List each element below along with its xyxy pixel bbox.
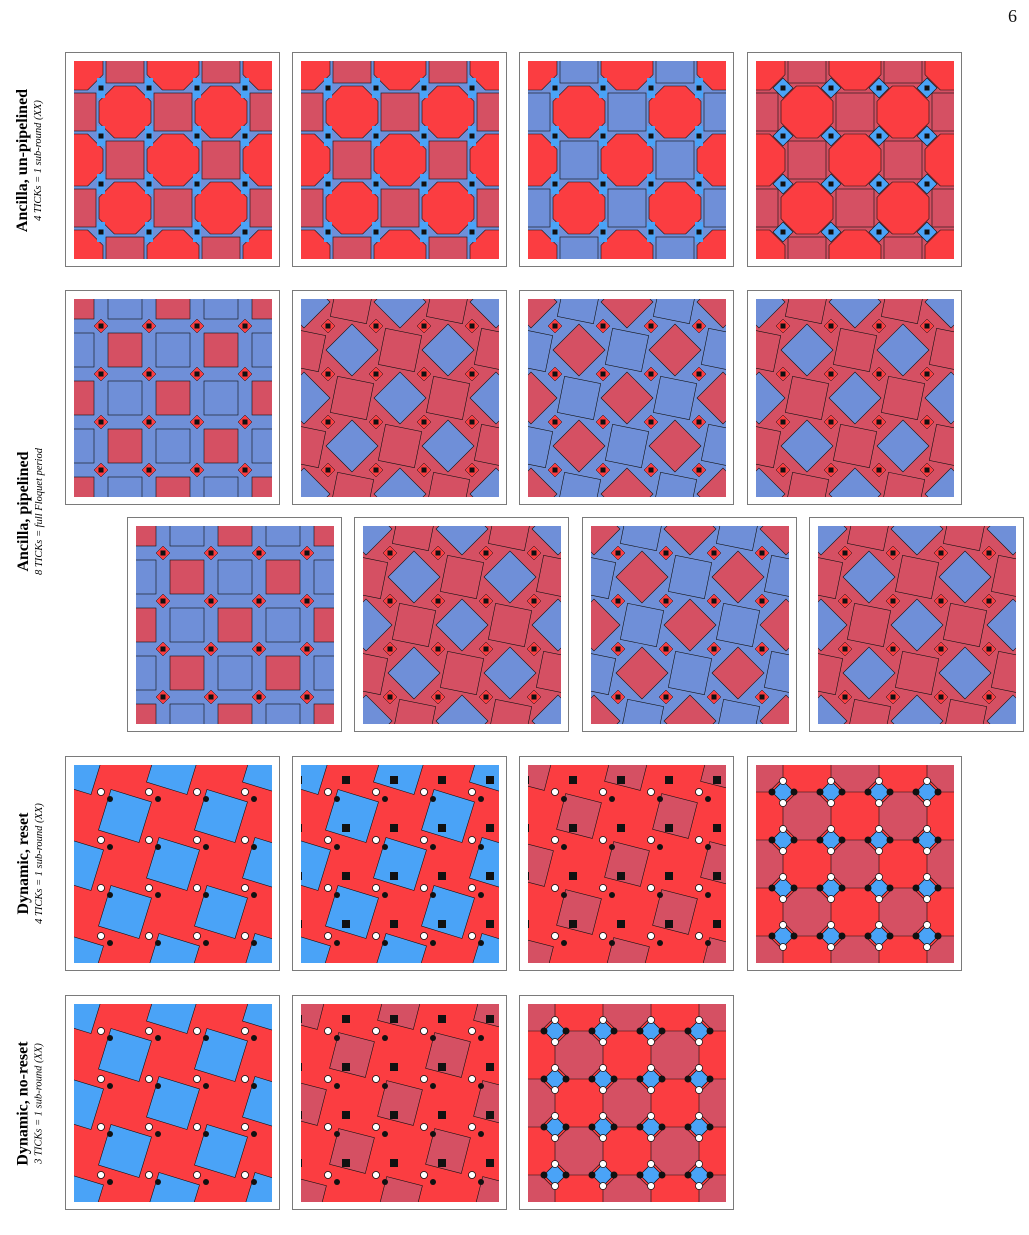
panel-dynamic-noreset-2 xyxy=(292,995,507,1210)
row-subtitle: 4 TICKs = 1 sub-round (XX) xyxy=(33,99,45,221)
panel-ancilla-unpipelined-4 xyxy=(747,52,962,267)
tiling-illustration xyxy=(591,526,789,724)
row-label-dynamic-reset: Dynamic, reset 4 TICKs = 1 sub-round (XX… xyxy=(0,755,60,971)
tiling-illustration xyxy=(756,765,954,963)
panel-ancilla-pipelined-7 xyxy=(582,517,797,732)
row-label-dynamic-noreset: Dynamic, no-reset 3 TICKs = 1 sub-round … xyxy=(0,995,60,1211)
tiling-illustration xyxy=(756,299,954,497)
tiling-illustration xyxy=(136,526,334,724)
panel-ancilla-unpipelined-3 xyxy=(519,52,734,267)
tiling-illustration xyxy=(301,61,499,259)
tiling-illustration xyxy=(528,299,726,497)
tiling-illustration xyxy=(301,765,499,963)
panel-ancilla-pipelined-2 xyxy=(292,290,507,505)
panel-ancilla-pipelined-1 xyxy=(65,290,280,505)
tiling-illustration xyxy=(528,61,726,259)
row-subtitle: 4 TICKs = 1 sub-round (XX) xyxy=(33,802,45,924)
tiling-illustration xyxy=(363,526,561,724)
row-title: Ancilla, pipelined xyxy=(14,450,32,572)
tiling-illustration xyxy=(74,765,272,963)
page-number: 6 xyxy=(1008,6,1017,26)
row-label-ancilla-unpipelined: Ancilla, un-pipelined 4 TICKs = 1 sub-ro… xyxy=(0,52,60,268)
row-label-ancilla-pipelined: Ancilla, pipelined 8 TICKs = full Floque… xyxy=(0,290,60,732)
tiling-illustration xyxy=(301,1004,499,1202)
row-title: Ancilla, un-pipelined xyxy=(14,88,32,232)
row-subtitle: 3 TICKs = 1 sub-round (XX) xyxy=(33,1042,45,1164)
panel-dynamic-reset-4 xyxy=(747,756,962,971)
tiling-illustration xyxy=(74,299,272,497)
tiling-illustration xyxy=(74,61,272,259)
panel-dynamic-reset-1 xyxy=(65,756,280,971)
panel-ancilla-pipelined-6 xyxy=(354,517,569,732)
panel-dynamic-reset-3 xyxy=(519,756,734,971)
tiling-illustration xyxy=(528,1004,726,1202)
panel-ancilla-pipelined-3 xyxy=(519,290,734,505)
row-title: Dynamic, no-reset xyxy=(14,1040,32,1166)
panel-dynamic-noreset-3 xyxy=(519,995,734,1210)
panel-ancilla-pipelined-8 xyxy=(809,517,1024,732)
tiling-illustration xyxy=(818,526,1016,724)
panel-dynamic-noreset-1 xyxy=(65,995,280,1210)
tiling-illustration xyxy=(528,765,726,963)
panel-dynamic-reset-2 xyxy=(292,756,507,971)
panel-ancilla-pipelined-4 xyxy=(747,290,962,505)
panel-ancilla-unpipelined-2 xyxy=(292,52,507,267)
tiling-illustration xyxy=(756,61,954,259)
tiling-illustration xyxy=(301,299,499,497)
tiling-illustration xyxy=(74,1004,272,1202)
panel-ancilla-unpipelined-1 xyxy=(65,52,280,267)
row-subtitle: 8 TICKs = full Floquet period xyxy=(33,447,45,575)
row-title: Dynamic, reset xyxy=(14,812,32,914)
panel-ancilla-pipelined-5 xyxy=(127,517,342,732)
